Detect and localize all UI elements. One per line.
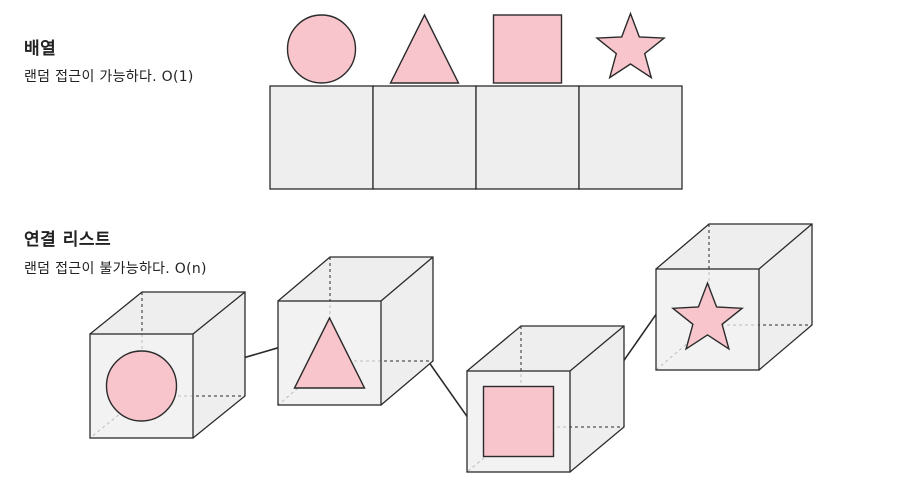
- node-front-face: [466, 370, 571, 473]
- array-cell-1: [372, 85, 477, 190]
- list-node-0: [89, 291, 246, 439]
- linked-list-diagram: [89, 223, 813, 473]
- array-cell-2: [475, 85, 580, 190]
- array-description: 랜덤 접근이 가능하다. O(1): [24, 69, 194, 85]
- node-item-triangle: [293, 316, 366, 389]
- linked-list-description: 랜덤 접근이 불가능하다. O(n): [24, 261, 207, 277]
- node-item-circle: [105, 350, 178, 422]
- node-front-face: [655, 268, 760, 371]
- array-item-circle: [286, 14, 357, 84]
- array-item-triangle: [389, 13, 460, 84]
- list-node-2: [466, 325, 625, 473]
- node-item-star: [671, 281, 744, 351]
- node-front-face: [277, 300, 382, 406]
- node-front-face: [89, 333, 194, 439]
- array-cell-0: [269, 85, 374, 190]
- array-title: 배열: [24, 39, 57, 59]
- array-diagram: [269, 11, 683, 190]
- list-node-1: [277, 256, 434, 406]
- node-item-square: [482, 385, 555, 458]
- list-node-3: [655, 223, 813, 371]
- linked-list-title: 연결 리스트: [24, 230, 112, 250]
- array-cell-3: [578, 85, 683, 190]
- array-item-star: [595, 11, 666, 80]
- array-item-square: [492, 14, 563, 84]
